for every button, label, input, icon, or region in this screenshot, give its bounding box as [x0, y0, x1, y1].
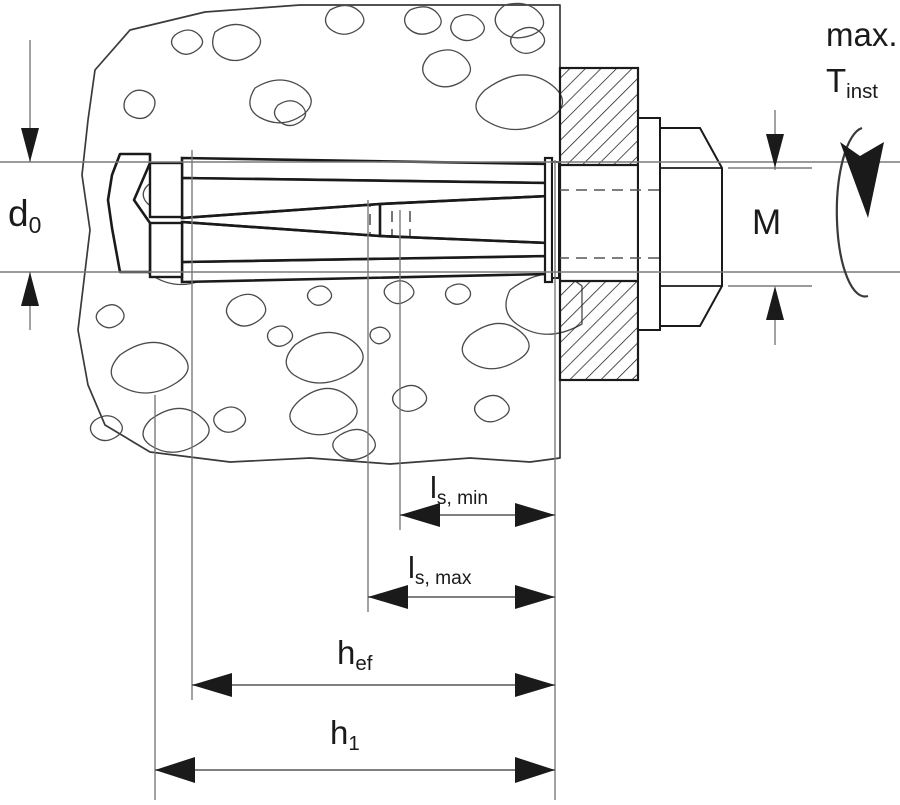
dimension-h1 [155, 757, 555, 783]
label-drill-hole-depth: h1 [330, 714, 360, 756]
fixture-plate [558, 66, 640, 382]
extension-lines [29, 40, 812, 800]
sleeve-end-cap [543, 156, 560, 284]
label-effective-anchorage-depth: hef [337, 634, 373, 676]
dimension-d0 [21, 128, 39, 306]
washer [637, 117, 661, 331]
label-hole-diameter: d0 [8, 193, 42, 238]
label-thread-size: M [752, 203, 782, 242]
dimension-ls-min [400, 503, 555, 527]
dimension-ls-max [368, 585, 555, 609]
label-clamp-thickness-max: ls, max [408, 550, 472, 589]
hex-nut [659, 127, 723, 327]
label-clamp-thickness-min: ls, min [430, 470, 489, 509]
dimension-M [766, 134, 784, 320]
anchor-collar [148, 161, 184, 279]
dimension-hef [192, 673, 555, 697]
label-install-torque: Tinst [826, 62, 878, 104]
torque-rotation-icon [835, 126, 884, 298]
centerline [0, 161, 900, 273]
label-torque-prefix: max. [826, 16, 898, 53]
